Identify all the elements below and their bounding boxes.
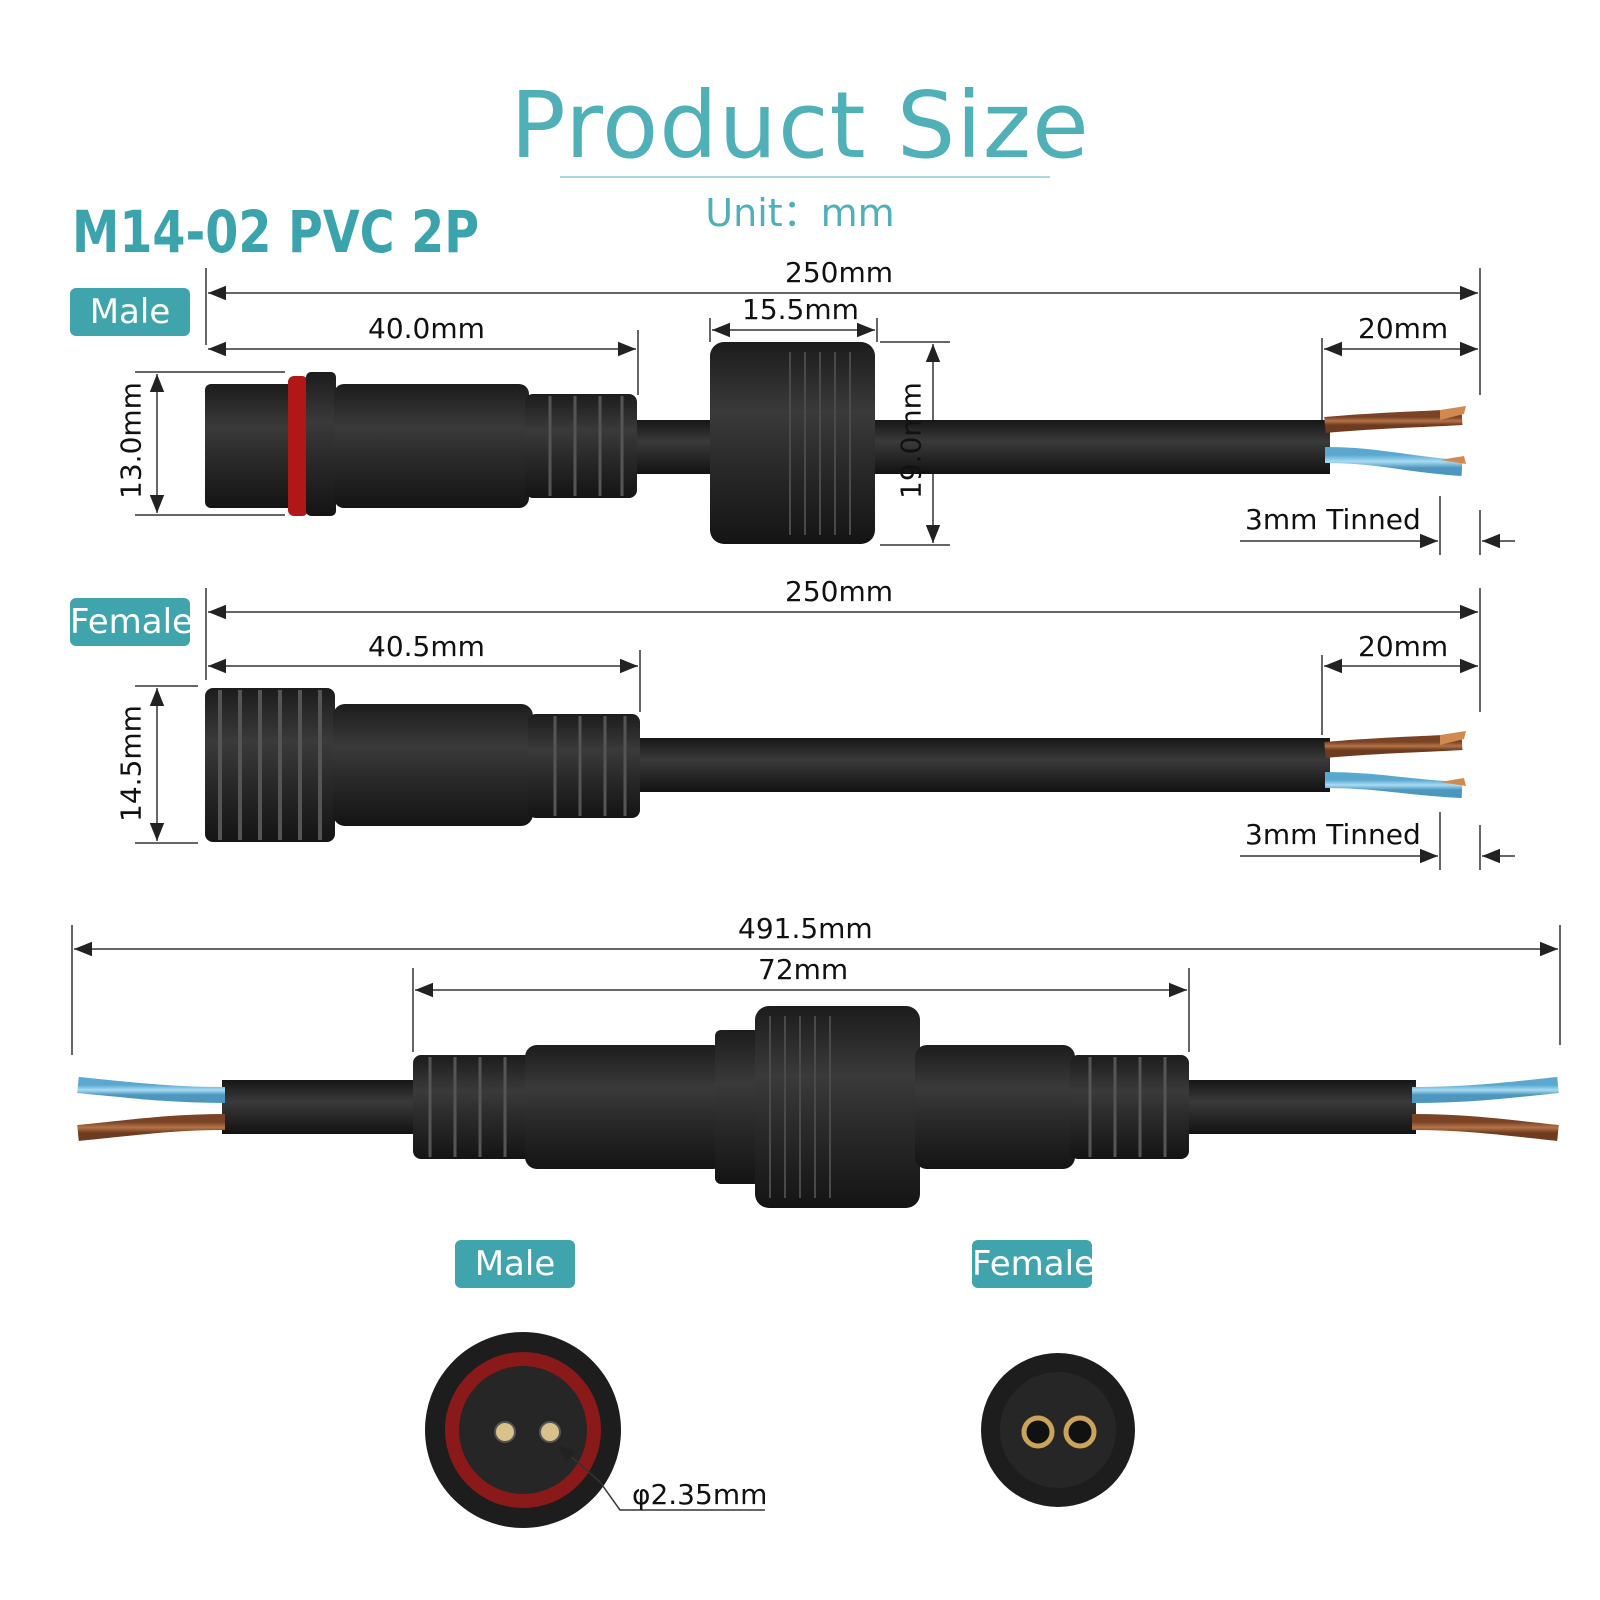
female-socket-2 bbox=[1063, 1415, 1097, 1449]
female-body-diameter: 14.5mm bbox=[114, 705, 148, 822]
mated-nut bbox=[755, 1006, 920, 1208]
male-nut bbox=[710, 342, 875, 544]
male-face-tag: Male bbox=[455, 1240, 575, 1288]
female-tinned: 3mm Tinned bbox=[1245, 818, 1421, 851]
female-dimension-lines bbox=[135, 588, 1515, 870]
female-socket-1 bbox=[1021, 1415, 1055, 1449]
male-total-length: 250mm bbox=[785, 256, 893, 289]
female-thread bbox=[205, 688, 335, 842]
female-face-view bbox=[981, 1353, 1135, 1507]
male-dimension-lines bbox=[135, 268, 1515, 555]
female-connector-length: 40.5mm bbox=[368, 630, 485, 663]
female-strip-length: 20mm bbox=[1358, 630, 1449, 663]
male-connector bbox=[205, 342, 1466, 544]
male-seal-ring bbox=[288, 376, 308, 516]
mated-right-brown-wire bbox=[1411, 1114, 1559, 1141]
male-strip-length: 20mm bbox=[1358, 312, 1449, 345]
unit-label: Unit：mm bbox=[705, 191, 895, 235]
mated-right-blue-wire bbox=[1411, 1077, 1559, 1103]
female-blue-wire bbox=[1324, 772, 1463, 798]
male-tinned: 3mm Tinned bbox=[1245, 503, 1421, 536]
male-pin-1 bbox=[494, 1421, 516, 1443]
mated-left-blue-wire bbox=[77, 1077, 226, 1103]
mated-dimension-lines bbox=[71, 925, 1561, 1055]
page-title: Product Size bbox=[510, 72, 1090, 179]
title-underline bbox=[560, 176, 1050, 178]
mated-connector bbox=[77, 1006, 1559, 1208]
model-label: M14-02 PVC 2P bbox=[72, 198, 480, 266]
male-connector-length: 40.0mm bbox=[368, 312, 485, 345]
male-plug-front bbox=[205, 384, 295, 508]
mated-cable-right bbox=[1180, 1080, 1416, 1134]
male-nut-diameter: 19.0mm bbox=[894, 382, 928, 499]
female-tag: Female bbox=[70, 598, 193, 646]
female-total-length: 250mm bbox=[785, 575, 893, 608]
male-face-view bbox=[425, 1332, 765, 1528]
pin-diameter: φ2.35mm bbox=[632, 1478, 768, 1511]
mated-length: 72mm bbox=[758, 953, 849, 986]
female-cable bbox=[630, 738, 1330, 792]
mated-cable-left bbox=[222, 1080, 422, 1134]
male-blue-wire bbox=[1324, 447, 1463, 476]
male-tag: Male bbox=[70, 288, 190, 336]
female-connector bbox=[205, 688, 1466, 842]
male-nut-width: 15.5mm bbox=[742, 293, 859, 326]
male-body-diameter: 13.0mm bbox=[114, 382, 148, 499]
mated-left-brown-wire bbox=[77, 1114, 226, 1141]
female-face-tag: Female bbox=[972, 1240, 1095, 1288]
male-pin-2 bbox=[539, 1421, 561, 1443]
mated-total-length: 491.5mm bbox=[738, 912, 873, 945]
